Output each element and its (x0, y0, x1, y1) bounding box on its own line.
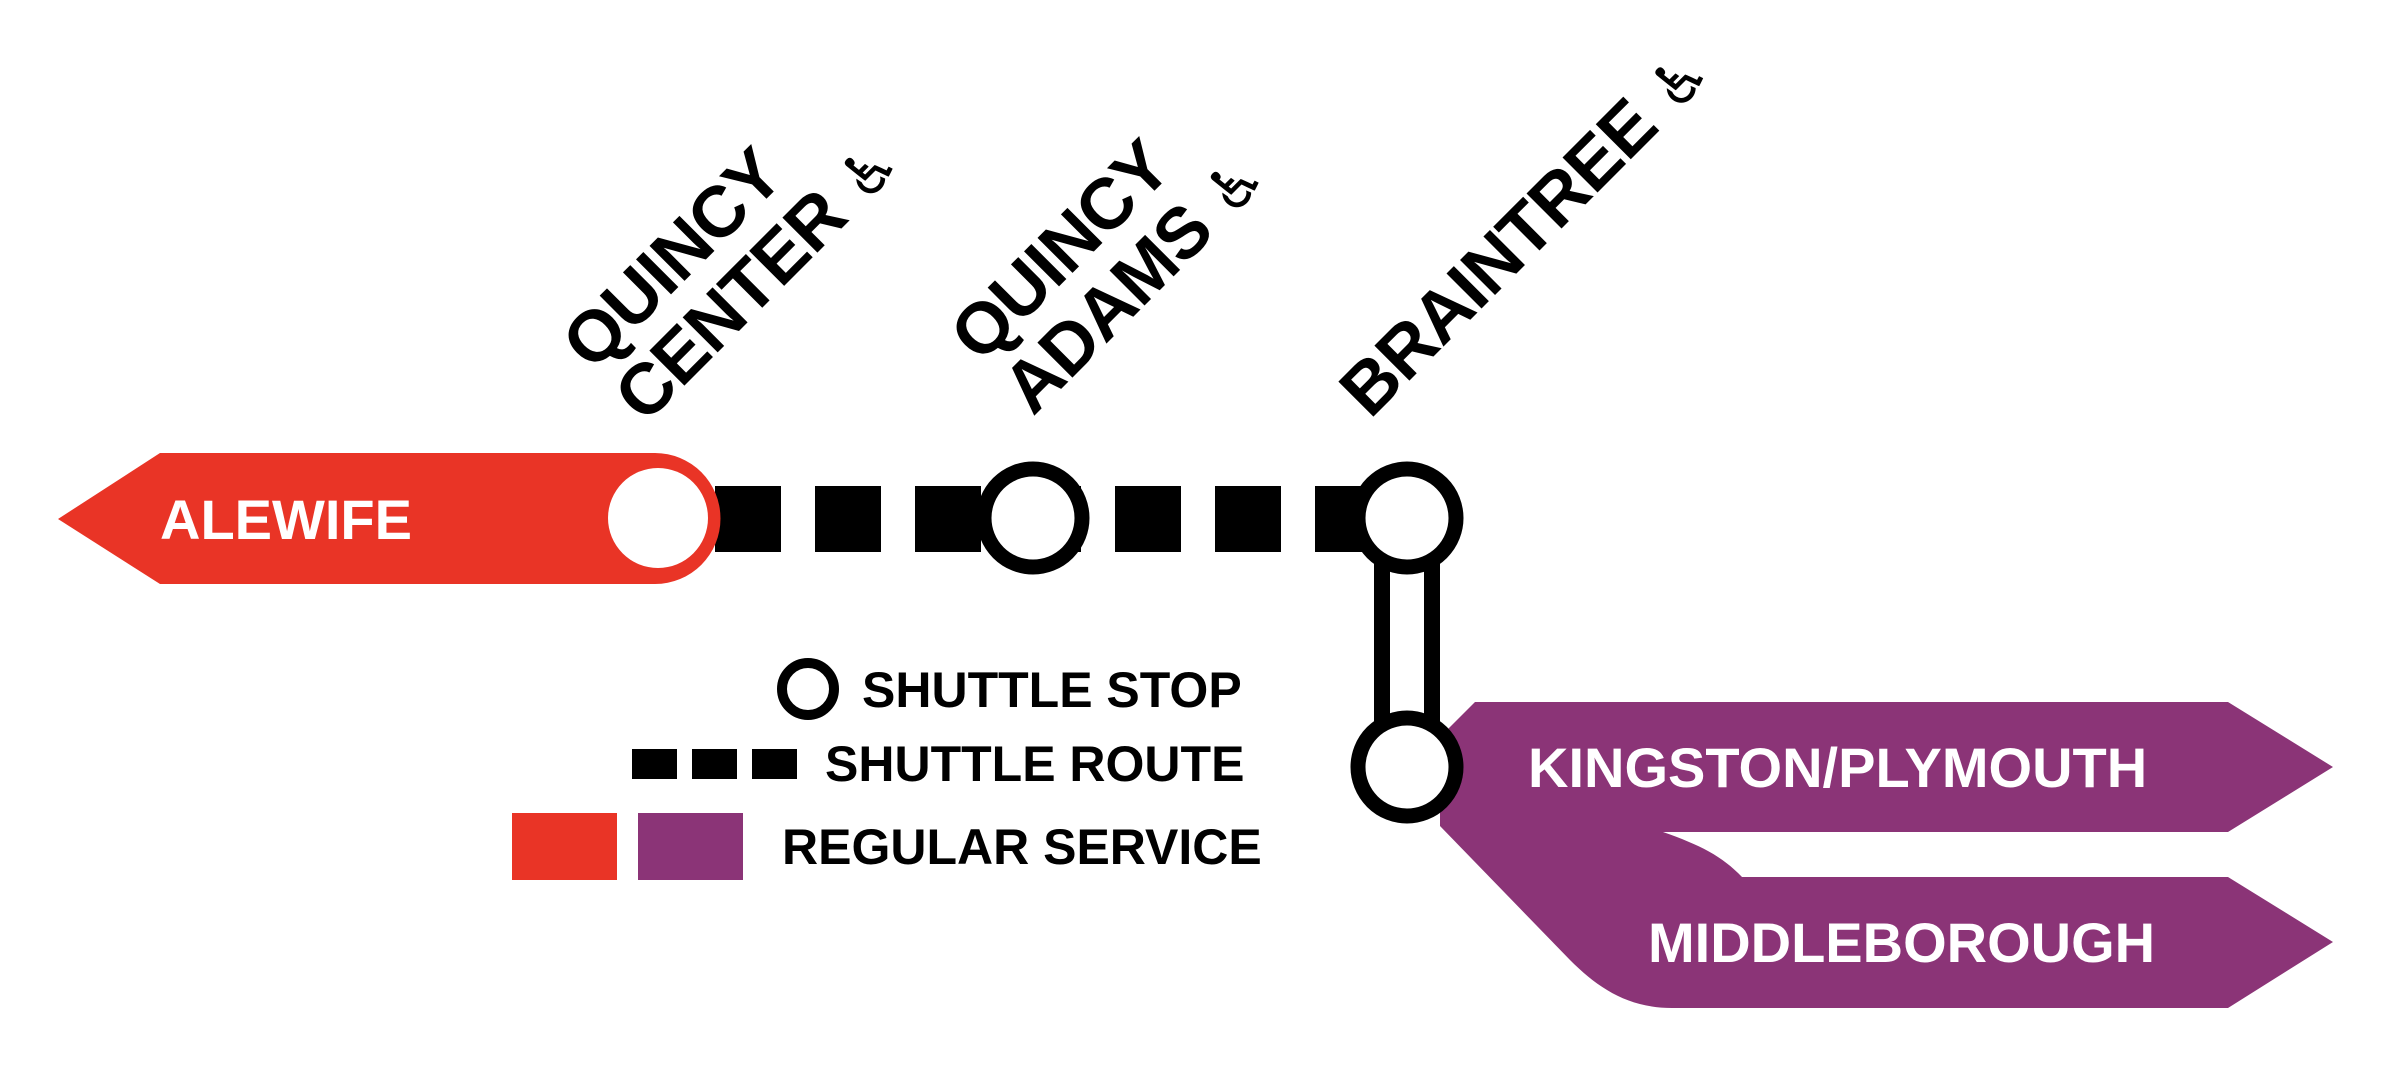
station-label-quincy-center: QUINCY CENTER♿ (547, 125, 914, 436)
station-circle-quincy-center (608, 468, 708, 568)
legend: SHUTTLE STOP SHUTTLE ROUTE REGULAR SERVI… (512, 658, 1262, 880)
purple-branch-shape (1440, 702, 2333, 1008)
legend-shuttle-route-icon (632, 749, 797, 779)
braintree-connector (1350, 461, 1464, 824)
legend-red-swatch (512, 813, 617, 880)
wheelchair-icon: ♿ (1634, 35, 1725, 126)
station-label-quincy-adams: QUINCY ADAMS♿ (935, 126, 1280, 429)
legend-purple-swatch (638, 813, 743, 880)
station-circle-quincy-adams (976, 461, 1090, 575)
branch-label-middleborough: MIDDLEBOROUGH (1648, 911, 2155, 974)
legend-shuttle-stop-icon (777, 658, 839, 720)
legend-shuttle-route-label: SHUTTLE ROUTE (825, 736, 1244, 792)
wheelchair-icon: ♿ (823, 125, 914, 216)
alewife-arrow-label: ALEWIFE (160, 488, 412, 551)
alewife-arrow-shape (58, 453, 721, 584)
wheelchair-icon: ♿ (1189, 139, 1280, 230)
station-circle-braintree (1350, 461, 1464, 575)
station-circle-braintree-south (1350, 710, 1464, 824)
branch-label-kingston-plymouth: KINGSTON/PLYMOUTH (1528, 736, 2147, 799)
legend-regular-service-label: REGULAR SERVICE (782, 819, 1262, 875)
braintree-line1: BRAINTREE♿ (1325, 31, 1726, 432)
station-label-braintree: BRAINTREE♿ (1325, 31, 1726, 432)
legend-shuttle-stop-label: SHUTTLE STOP (862, 662, 1242, 718)
